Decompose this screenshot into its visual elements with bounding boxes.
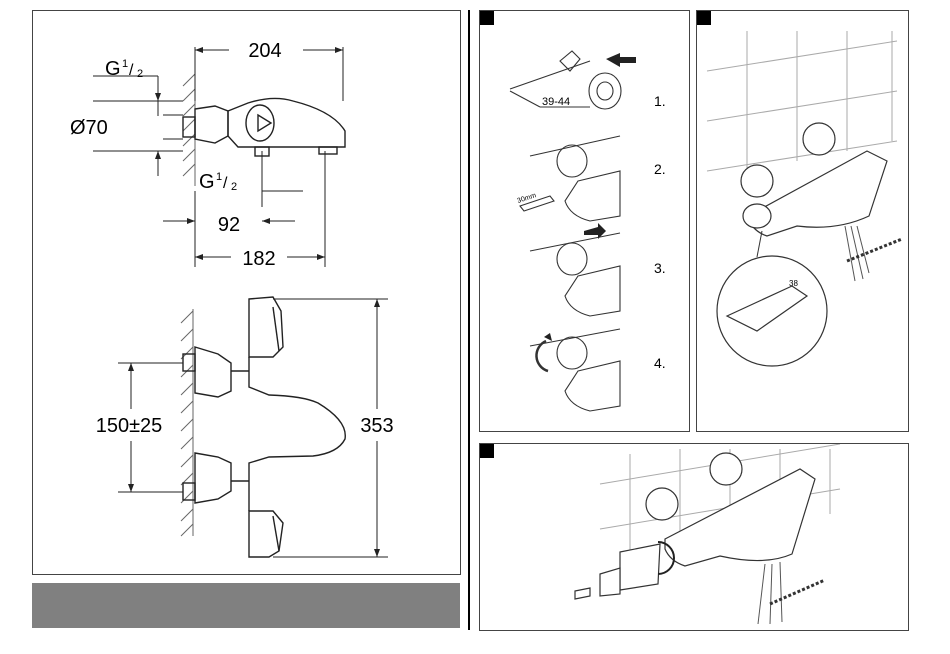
column-divider (468, 10, 470, 630)
mixer-front-view (183, 297, 345, 557)
installation-steps-illustration: 39-44 30mm 1. 2. 3. 4. (480, 11, 689, 431)
step-1-label: 1. (654, 93, 666, 109)
step-4-label: 4. (654, 355, 666, 371)
footer-bar (32, 583, 460, 628)
thread-top-den: 2 (137, 68, 143, 80)
height-label: 353 (360, 415, 393, 437)
dial-label: 38 (789, 279, 798, 288)
screw-part (575, 588, 590, 599)
installation-steps-panel: 39-44 30mm 1. 2. 3. 4. (479, 10, 690, 432)
push-arrow-icon (606, 53, 636, 67)
range-label: 39-44 (542, 96, 570, 108)
thread-top-num: 1 (122, 58, 128, 70)
svg-text:/: / (223, 175, 228, 192)
step-3-label: 3. (654, 260, 666, 276)
thermometer-icon (770, 580, 825, 604)
corner-marker (480, 444, 494, 458)
thread-bottom-letter: G (199, 171, 215, 193)
svg-text:/: / (129, 62, 134, 79)
corner-marker (697, 11, 711, 25)
dimension-arrows-top (155, 47, 343, 260)
thread-bottom-den: 2 (231, 181, 237, 193)
thread-bottom-num: 1 (216, 171, 222, 183)
rotate-arrow-icon (544, 333, 552, 341)
thermometer-icon (847, 239, 902, 261)
detail-magnifier (717, 256, 827, 366)
wall-hatch-top (183, 71, 195, 186)
diameter-label: Ø70 (70, 117, 108, 139)
offset-label: 92 (218, 214, 240, 236)
dimension-arrows-front (128, 299, 380, 557)
wall-tiles (707, 31, 897, 171)
wall-hatch-front (181, 309, 193, 536)
step-2-label: 2. (654, 161, 666, 177)
mounted-mixer-illustration: 38 (697, 11, 908, 431)
mounted-mixer-panel: 38 (696, 10, 909, 432)
thread-top-letter: G (105, 58, 121, 80)
disassembly-illustration (480, 444, 908, 630)
corner-marker (480, 11, 494, 25)
wrench-label: 30mm (516, 192, 537, 205)
dimension-drawing: 204 G 1 / 2 Ø70 G 1 / 2 92 182 (33, 11, 460, 574)
mixer-top-view (183, 98, 345, 156)
disassembly-panel (479, 443, 909, 631)
centers-label: 150±25 (96, 415, 163, 437)
dimension-drawing-panel: 204 G 1 / 2 Ø70 G 1 / 2 92 182 (32, 10, 461, 575)
width-body-label: 182 (242, 248, 275, 270)
width-overall-label: 204 (248, 40, 281, 62)
